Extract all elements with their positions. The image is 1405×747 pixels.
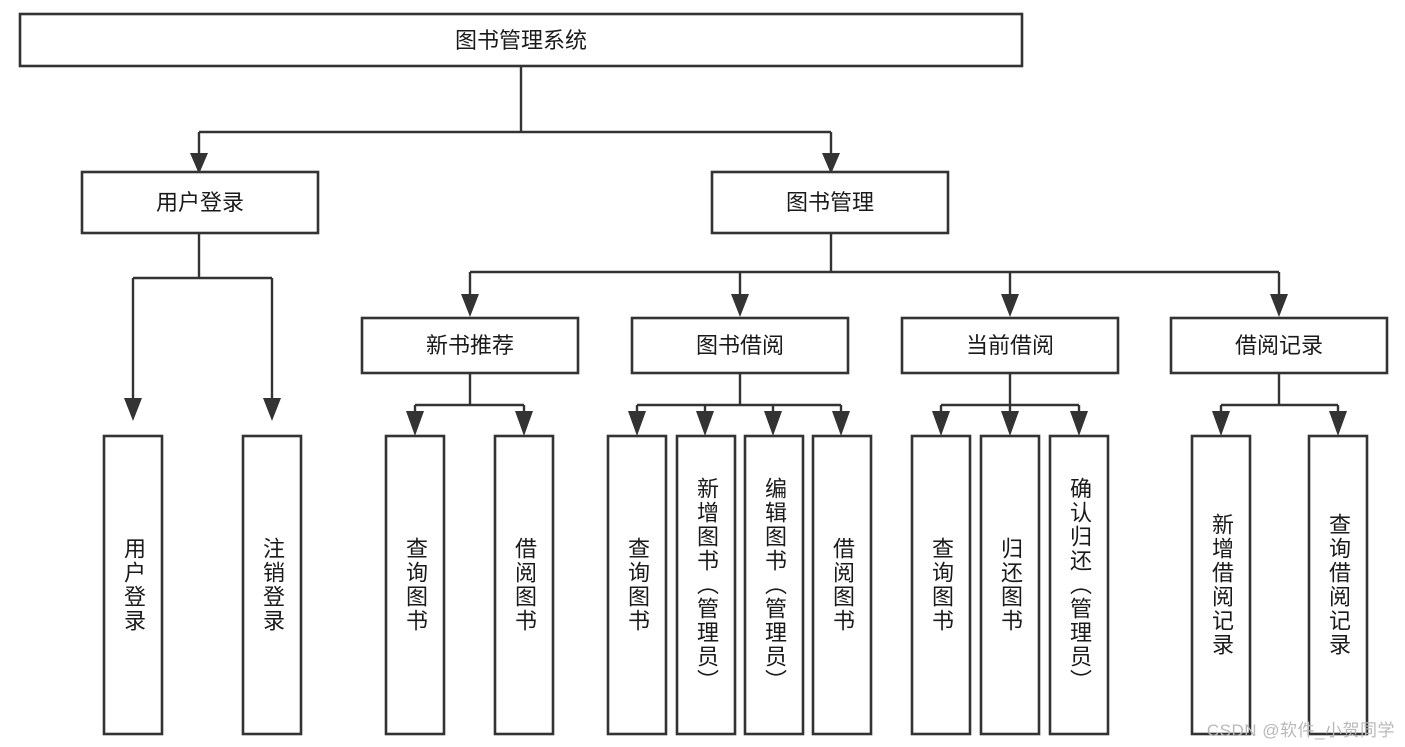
leaf-node-user-login[interactable] xyxy=(102,434,164,736)
connector-group-bookmgmt-to-level3 xyxy=(461,233,1288,317)
leaf-node-confirm-return-admin[interactable] xyxy=(1048,434,1110,736)
connector-group-records-to-leaves xyxy=(1212,373,1347,436)
leaf-box-group xyxy=(102,434,1369,736)
node-current-borrow-label: 当前借阅 xyxy=(966,333,1054,358)
node-book-management[interactable]: 图书管理 xyxy=(710,170,950,235)
node-root-system[interactable]: 图书管理系统 xyxy=(18,12,1024,68)
node-new-book-recommend[interactable]: 新书推荐 xyxy=(360,316,580,375)
leaf-node-add-borrow-record[interactable] xyxy=(1190,434,1252,736)
node-current-borrow[interactable]: 当前借阅 xyxy=(900,316,1120,375)
leaf-node-query-book-rec[interactable] xyxy=(384,434,446,736)
node-user-login[interactable]: 用户登录 xyxy=(80,170,320,235)
node-book-management-label: 图书管理 xyxy=(786,190,874,215)
node-new-book-recommend-label: 新书推荐 xyxy=(426,333,514,358)
leaf-node-borrow-book-rec[interactable] xyxy=(493,434,555,736)
node-book-borrow-label: 图书借阅 xyxy=(696,333,784,358)
leaf-node-logout[interactable] xyxy=(241,434,303,736)
connector-group-root-to-level2 xyxy=(190,66,840,174)
leaf-node-return-book[interactable] xyxy=(979,434,1041,736)
leaf-node-edit-book-admin[interactable] xyxy=(743,434,805,736)
node-borrow-records-label: 借阅记录 xyxy=(1235,333,1323,358)
node-user-login-label: 用户登录 xyxy=(156,190,244,215)
leaf-node-query-borrow-record[interactable] xyxy=(1307,434,1369,736)
leaf-node-borrow-book[interactable] xyxy=(811,434,873,736)
connector-group-borrow-to-leaves xyxy=(628,373,850,436)
leaf-node-query-book-current[interactable] xyxy=(910,434,972,736)
csdn-watermark: CSDN @软件_小贺同学 xyxy=(1206,721,1395,740)
connector-group-newbook-to-leaves xyxy=(406,373,533,436)
leaf-node-add-book-admin[interactable] xyxy=(675,434,737,736)
connector-group-login-to-leaves xyxy=(124,233,281,421)
connector-group-current-to-leaves xyxy=(932,373,1088,436)
node-borrow-records[interactable]: 借阅记录 xyxy=(1169,316,1389,375)
node-book-borrow[interactable]: 图书借阅 xyxy=(630,316,850,375)
node-root-system-label: 图书管理系统 xyxy=(455,28,587,53)
leaf-node-query-book-borrow[interactable] xyxy=(606,434,668,736)
